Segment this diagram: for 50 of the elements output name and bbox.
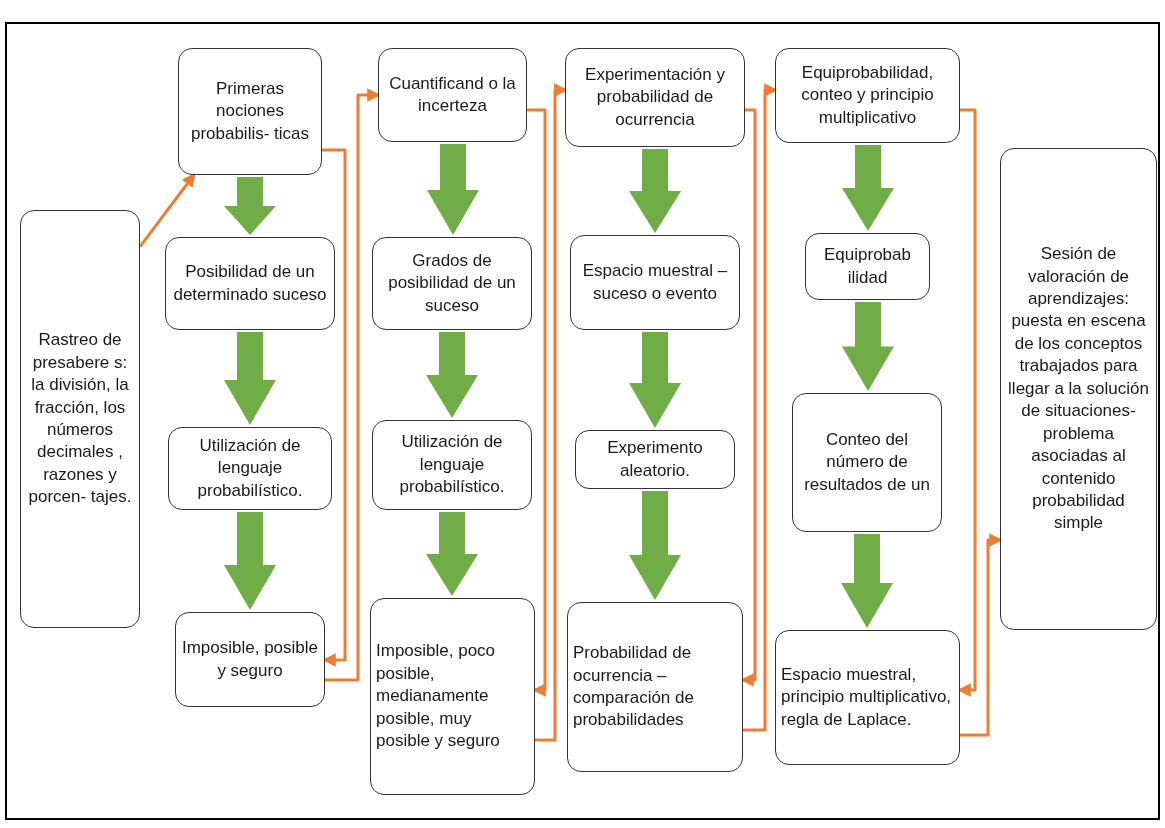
topic-box	[378, 48, 527, 142]
block-arrow	[426, 332, 478, 418]
block-arrow	[629, 149, 681, 233]
topic-text: Imposible, poco posible, medianamente posible, muy posible y seguro	[376, 640, 501, 753]
topic-box	[175, 612, 325, 707]
topic-text: Conteo del número de resultados de un	[803, 428, 931, 496]
topic-box	[575, 430, 735, 489]
topic-text: Posibilidad de un determinado suceso	[172, 261, 328, 306]
topic-box	[372, 420, 532, 510]
topic-box	[20, 210, 140, 628]
topic-text: Espacio muestral – suceso o evento	[581, 260, 729, 305]
topic-box	[370, 598, 535, 795]
block-arrow	[629, 491, 681, 600]
topic-text: Experimentación y probabilidad de ocurrencia	[584, 63, 726, 131]
block-arrow	[427, 144, 479, 235]
block-arrow	[224, 512, 276, 610]
block-arrow	[842, 302, 894, 391]
block-arrow	[841, 534, 893, 628]
topic-text: Experimento aleatorio.	[606, 437, 704, 482]
topic-box	[372, 237, 532, 330]
topic-text: Imposible, posible y seguro	[181, 637, 319, 682]
block-arrow	[426, 512, 478, 596]
topic-box	[165, 237, 335, 330]
block-arrow	[842, 145, 894, 231]
topic-box	[805, 233, 930, 300]
topic-box	[567, 602, 743, 772]
topic-box	[178, 48, 322, 175]
block-arrow	[224, 177, 276, 235]
topic-box	[570, 235, 740, 330]
topic-box	[565, 48, 745, 147]
topic-text: Espacio muestral, principio multiplicativo, regla de Laplace.	[781, 663, 953, 731]
topic-box	[168, 427, 332, 510]
topic-text: Rastreo de presabere s: la división, la fracción, los números decimales , razones y porcen- tajes.	[27, 329, 133, 509]
topic-text: Utilización de lenguaje probabilístico.	[398, 431, 506, 499]
topic-box	[775, 48, 960, 143]
arrow	[527, 108, 547, 697]
block-arrow	[629, 332, 681, 428]
topic-box	[775, 630, 960, 765]
topic-text: Equiprobab ilidad	[823, 244, 912, 289]
topic-text: Primeras nociones probabilis- ticas	[189, 77, 311, 145]
topic-text: Equiprobabilidad, conteo y principio multiplicativo	[800, 61, 935, 129]
topic-box	[792, 393, 942, 532]
topic-text: Sesión de valoración de aprendizajes: puesta en escena de los conceptos trabajados para llegar a la solución de situaciones- problema asociadas al contenido probabilidad simple	[1007, 243, 1150, 535]
topic-text: Probabilidad de ocurrencia – comparación de probabilidades	[573, 642, 695, 732]
topic-text: Cuantificand o la incerteza	[388, 72, 517, 117]
block-arrow	[224, 332, 276, 425]
topic-box	[1000, 148, 1157, 630]
topic-text: Grados de posibilidad de un suceso	[387, 249, 517, 317]
arrow	[322, 148, 347, 667]
topic-text: Utilización de lenguaje probabilístico.	[196, 434, 304, 502]
